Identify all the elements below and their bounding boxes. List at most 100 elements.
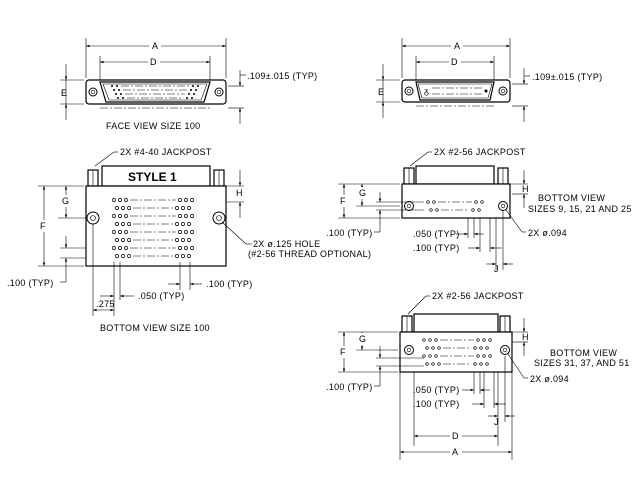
dim-a-label: A xyxy=(152,41,158,51)
pin-hole xyxy=(190,246,194,250)
hole-125-label: 2X ø.125 HOLE xyxy=(253,239,320,249)
pin-hole xyxy=(118,230,122,234)
pin-hole xyxy=(485,362,489,366)
pin-hole xyxy=(425,346,429,350)
pin-hole xyxy=(187,254,191,258)
pin-hole xyxy=(175,222,179,226)
pin-hole xyxy=(434,338,438,342)
pin-hole xyxy=(434,354,438,358)
pin-hole xyxy=(175,206,179,210)
contact-dot xyxy=(113,89,115,91)
contact-dot xyxy=(195,89,197,91)
pin-hole xyxy=(121,222,125,226)
contact-dot xyxy=(197,85,199,87)
pin-hole xyxy=(476,338,480,342)
face-view-small: ᵹ A D E .109±.015 (TYP) xyxy=(376,38,602,122)
contact-dot xyxy=(116,85,118,87)
contact-dot xyxy=(186,97,188,99)
pin-hole xyxy=(476,354,480,358)
pin-hole xyxy=(127,254,131,258)
pin-hole xyxy=(184,230,188,234)
contact-dot xyxy=(188,93,190,95)
face-view-caption: FACE VIEW SIZE 100 xyxy=(106,121,200,131)
pin-hole xyxy=(425,362,429,366)
bottom-view-sizes-small: 2X #2-56 JACKPOST H G F .100 (TYP) .050 … xyxy=(326,147,632,274)
thickness-label-1: .109±.015 (TYP) xyxy=(247,71,317,81)
contact-dot xyxy=(193,93,195,95)
pin-hole xyxy=(121,206,125,210)
pitch-050-label-2: .050 (TYP) xyxy=(413,229,460,239)
style-label: STYLE 1 xyxy=(128,170,177,184)
pin-hole xyxy=(426,200,430,204)
face-view-size-100: A D E .109±.015 (TYP) FACE VIEW SIZE 100 xyxy=(60,38,317,131)
pin-hole xyxy=(181,206,185,210)
dim-h-label-3: H xyxy=(522,332,529,342)
hole-094-label-2: 2X ø.094 xyxy=(530,374,569,384)
dim-a-label-3: A xyxy=(452,447,458,457)
dim-g-label: G xyxy=(62,196,69,206)
pin-hole xyxy=(190,214,194,218)
dim-f-label-2: F xyxy=(340,196,346,206)
sizes-small-caption: SIZES 9, 15, 21 AND 25 xyxy=(528,204,632,214)
bottom-view-caption-1: BOTTOM VIEW xyxy=(538,193,605,203)
pitch-100-label-5: .100 (TYP) xyxy=(326,382,373,392)
pin-hole xyxy=(178,198,182,202)
pin-hole xyxy=(181,254,185,258)
pitch-100-label-6: .100 (TYP) xyxy=(413,399,460,409)
dim-g-label-2: G xyxy=(359,188,366,198)
pin-hole xyxy=(112,246,116,250)
bottom-view-size-100: STYLE 1 2X #4-40 JACKPOST H F G 2X ø.125… xyxy=(7,147,371,333)
pin-hole xyxy=(184,246,188,250)
contact-dot xyxy=(120,93,122,95)
pitch-100-label-4: .100 (TYP) xyxy=(413,243,460,253)
pin-hole xyxy=(181,238,185,242)
pin-hole xyxy=(429,208,433,212)
pin-hole xyxy=(422,338,426,342)
pin-hole xyxy=(112,230,116,234)
pitch-050-label-3: .050 (TYP) xyxy=(413,385,460,395)
contact-dot xyxy=(115,93,117,95)
pin-hole xyxy=(181,222,185,226)
pin-hole xyxy=(488,338,492,342)
dim-a-label-2: A xyxy=(454,41,460,51)
pin-hole xyxy=(124,198,128,202)
pin-hole xyxy=(187,222,191,226)
contact-dot xyxy=(192,85,194,87)
pitch-050-label-1: .050 (TYP) xyxy=(138,291,185,301)
pin-hole xyxy=(485,346,489,350)
pin-hole xyxy=(178,246,182,250)
pin-hole xyxy=(480,200,484,204)
dim-h-label-2: H xyxy=(522,184,529,194)
contact-dot xyxy=(111,85,113,87)
pin-hole xyxy=(115,222,119,226)
pin-hole xyxy=(190,230,194,234)
contact-dot xyxy=(122,97,124,99)
contact-dot xyxy=(118,89,120,91)
pin-hole xyxy=(482,338,486,342)
pin-hole xyxy=(118,246,122,250)
pitch-100-label-2: .100 (TYP) xyxy=(206,279,253,289)
jackpost-256-label-1: 2X #2-56 JACKPOST xyxy=(434,147,526,157)
dim-e-label-2: E xyxy=(378,87,384,97)
pin-hole xyxy=(435,208,439,212)
pin-hole xyxy=(115,254,119,258)
contact-dot xyxy=(191,97,193,99)
pin-hole xyxy=(479,346,483,350)
pin-hole xyxy=(431,346,435,350)
pin-hole xyxy=(127,238,131,242)
pin-hole xyxy=(124,214,128,218)
pin-hole xyxy=(488,354,492,358)
contact-dot xyxy=(190,89,192,91)
pin-hole xyxy=(482,354,486,358)
bottom-view-caption-2: BOTTOM VIEW xyxy=(550,348,617,358)
pin-hole xyxy=(112,198,116,202)
bottom-view-100-caption: BOTTOM VIEW SIZE 100 xyxy=(100,323,210,333)
pin-hole xyxy=(121,254,125,258)
jackpost-440-label: 2X #4-40 JACKPOST xyxy=(120,147,212,157)
pitch-100-label-3: .100 (TYP) xyxy=(326,228,373,238)
pin-hole xyxy=(432,200,436,204)
pin-hole xyxy=(184,198,188,202)
pin-hole xyxy=(178,214,182,218)
pin-hole xyxy=(190,198,194,202)
